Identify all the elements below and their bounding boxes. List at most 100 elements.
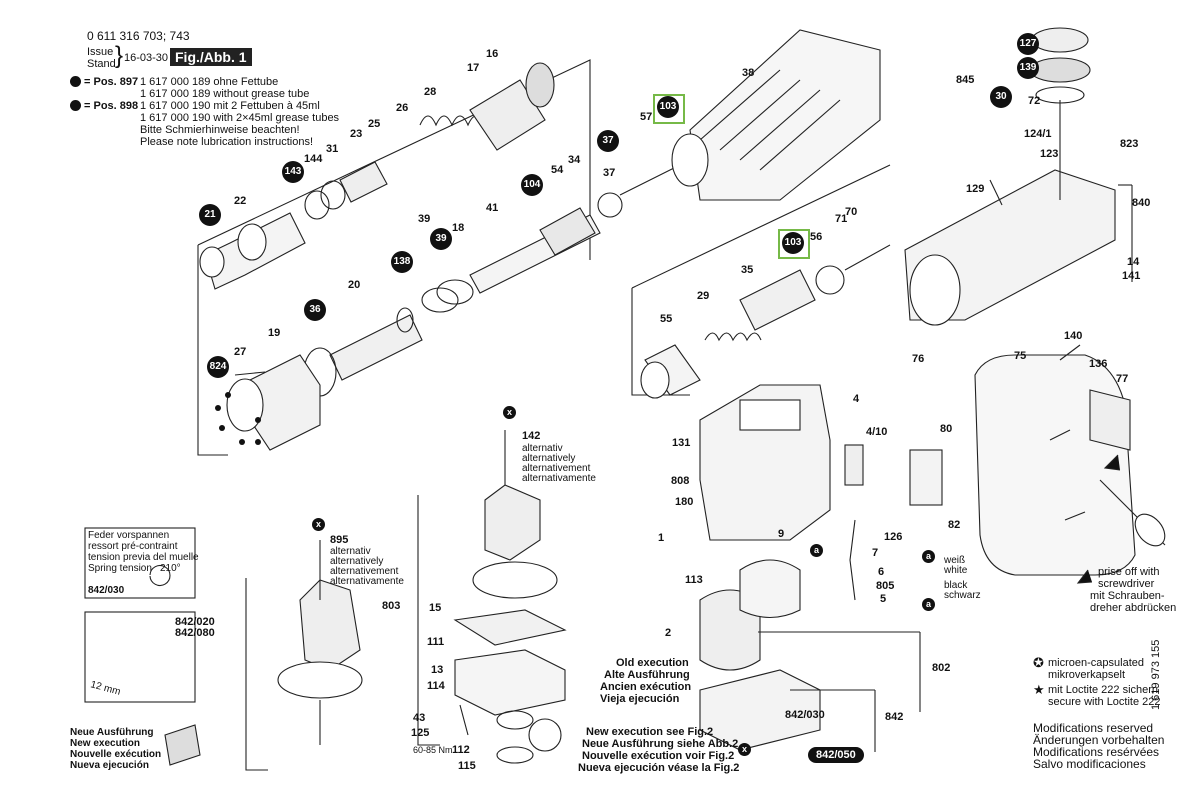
spring-note-4: Spring tension (88, 563, 152, 574)
stand-label: Stand (87, 58, 116, 70)
alt1-3: alternativamente (330, 576, 404, 587)
part-label: 22 (234, 195, 247, 207)
part-label: 142 (522, 430, 541, 442)
part-label: 180 (675, 496, 694, 508)
spring-note-2: ressort pré-contraint (88, 541, 178, 552)
part-label: 842/080 (175, 627, 215, 639)
part-label: 126 (884, 531, 903, 543)
reference-mark: a (922, 550, 935, 563)
part-label: 35 (741, 264, 754, 276)
circled-part-label: 139 (1017, 57, 1039, 79)
part-label: 113 (685, 574, 703, 586)
grease-897-line-1: 1 617 000 189 ohne Fettube (140, 76, 279, 88)
lubrication-note-en: Please note lubrication instructions! (140, 136, 314, 148)
part-label: 80 (940, 423, 953, 435)
part-label: 823 (1120, 138, 1139, 150)
wire-white-de: weiß (944, 555, 966, 566)
part-number: 0 611 316 703; 743 (87, 29, 190, 43)
part-label: 845 (956, 74, 975, 86)
part-label: 136 (1089, 358, 1108, 370)
prise-0: prise off with (1098, 566, 1160, 578)
part-label: 808 (671, 475, 690, 487)
grease-897-line-2: 1 617 000 189 without grease tube (140, 88, 310, 100)
prise-1: screwdriver (1098, 578, 1155, 590)
legend-loctite-2: secure with Loctite 222 (1048, 696, 1161, 708)
grease-898-line-1: 1 617 000 190 mit 2 Fettuben à 45ml (140, 100, 320, 112)
grease-898-line-2: 1 617 000 190 with 2×45ml grease tubes (140, 112, 340, 124)
part-label: 76 (912, 353, 925, 365)
part-label: 144 (304, 153, 323, 165)
fig2-0: New execution see Fig.2 (586, 726, 714, 738)
part-label: 2 (665, 627, 672, 639)
spring-angle: 210° (160, 563, 181, 574)
grease-pos-897: = Pos. 897 (70, 76, 138, 88)
screw-dots (215, 392, 261, 445)
part-label: 27 (234, 346, 247, 358)
part-label: 29 (697, 290, 710, 302)
part-label: 805 (876, 580, 895, 592)
reference-mark: x (312, 518, 325, 531)
part-label: 18 (452, 222, 465, 234)
new-exec-3: Nueva ejecución (70, 760, 149, 771)
part-label: 4 (853, 393, 860, 405)
old-exec-3: Vieja ejecución (600, 693, 680, 705)
mod-3: Salvo modificaciones (1033, 757, 1146, 771)
new-exec-2: Nouvelle exécution (70, 749, 162, 760)
part-label: 5 (880, 593, 887, 605)
spring-note-1: Feder vorspannen (88, 530, 170, 541)
part-label: 20 (348, 279, 361, 291)
legend-loctite-1: mit Loctite 222 sichern (1048, 684, 1159, 696)
alt1-2: alternativement (330, 566, 399, 577)
circled-part-label: 30 (990, 86, 1012, 108)
part-label: 115 (458, 760, 476, 772)
dot-icon (70, 100, 81, 111)
legend-symbol-microcap: ✪ (1033, 655, 1044, 670)
part-label: 23 (350, 128, 363, 140)
circled-part-label: 39 (430, 228, 452, 250)
part-label: 72 (1028, 95, 1041, 107)
part-label: 114 (427, 680, 445, 692)
circled-part-label: 824 (207, 356, 229, 378)
dot-icon (70, 76, 81, 87)
torque-label: 60-85 Nm (413, 745, 453, 755)
reference-mark: a (810, 544, 823, 557)
wire-black-de: schwarz (944, 590, 981, 601)
part-label: 71 (835, 213, 848, 225)
old-exec-1: Alte Ausführung (604, 669, 690, 681)
part-label: 37 (603, 167, 616, 179)
grease-pos-898: = Pos. 898 (70, 100, 138, 112)
reference-mark: x (738, 743, 751, 756)
circled-part-label: 37 (597, 130, 619, 152)
circled-part-label: 21 (199, 204, 221, 226)
part-label: 31 (326, 143, 339, 155)
issue-label: Issue (87, 46, 114, 58)
part-label: 26 (396, 102, 409, 114)
part-label: 77 (1116, 373, 1129, 385)
part-label: 41 (486, 202, 499, 214)
part-label: 803 (382, 600, 401, 612)
part-label: 34 (568, 154, 581, 166)
part-label: 112 (452, 744, 470, 756)
part-label: 57 (640, 111, 653, 123)
part-label: 13 (431, 664, 444, 676)
part-label: 895 (330, 534, 349, 546)
old-exec-2: Ancien exécution (600, 681, 692, 693)
legend-symbol-loctite: ★ (1033, 682, 1045, 697)
prise-3: dreher abdrücken (1090, 602, 1177, 614)
part-label: 141 (1122, 270, 1141, 282)
part-label: 6 (878, 566, 885, 578)
circled-part-label: 36 (304, 299, 326, 321)
part-label: 56 (810, 231, 823, 243)
part-label: 111 (427, 636, 445, 648)
part-label: 123 (1040, 148, 1059, 160)
circled-part-label: 103 (657, 96, 679, 118)
part-label: 28 (424, 86, 437, 98)
spring-note-3: tension previa del muelle (88, 552, 199, 563)
part-label: 840 (1132, 197, 1151, 209)
highlight-box-103-mid (778, 229, 810, 259)
part-label: 17 (467, 62, 480, 74)
part-label: 802 (932, 662, 951, 674)
part-label: 125 (411, 727, 430, 739)
reference-mark: x (503, 406, 516, 419)
part-label: 70 (845, 206, 858, 218)
